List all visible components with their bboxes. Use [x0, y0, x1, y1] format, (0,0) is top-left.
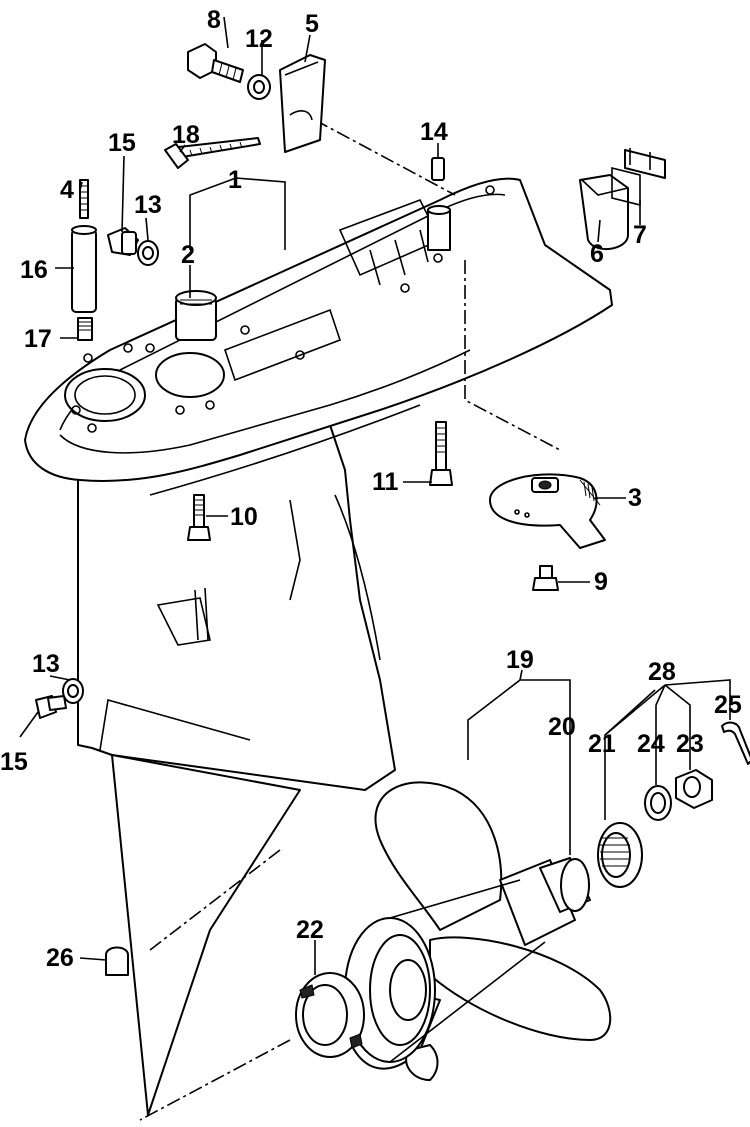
callout-13-lower: 13: [32, 650, 60, 678]
callout-1: 1: [228, 166, 242, 194]
part-16-tube: [71, 225, 97, 313]
part-6-cap: [579, 174, 629, 251]
part-24-washer: [644, 785, 672, 821]
part-13-washer-lower: [62, 678, 84, 704]
callout-21: 21: [588, 730, 616, 758]
callout-5: 5: [305, 10, 319, 38]
part-9-bolt: [532, 565, 559, 591]
leader-lines: [19, 16, 731, 975]
part-22-spacer: [295, 972, 365, 1058]
callout-7: 7: [633, 221, 647, 249]
callout-9: 9: [594, 568, 608, 596]
part-14-pin: [431, 157, 445, 181]
callout-8: 8: [207, 6, 221, 34]
callout-22: 22: [296, 916, 324, 944]
callout-3: 3: [628, 484, 642, 512]
callout-13-upper: 13: [134, 191, 162, 219]
part-11-bolt: [429, 421, 453, 486]
callout-25: 25: [714, 691, 742, 719]
callout-16: 16: [20, 256, 48, 284]
trim-tab-anode: [489, 473, 606, 549]
callout-26: 26: [46, 944, 74, 972]
callout-23: 23: [676, 730, 704, 758]
part-26-cap: [105, 946, 129, 976]
part-18-strap: [164, 137, 261, 169]
part-21-thrust-washer: [597, 822, 643, 888]
callout-20: 20: [548, 713, 576, 741]
callout-2: 2: [181, 241, 195, 269]
callout-6: 6: [590, 240, 604, 268]
callout-labels: 8 12 5 18 15 14 1 4 13 2 6 7 16 17 11 3 …: [0, 6, 742, 972]
part-13-washer-upper: [137, 240, 159, 266]
part-15-plug-lower: [35, 695, 67, 719]
part-10-bolt: [187, 494, 211, 541]
part-17-fitting: [77, 317, 93, 341]
part-12-washer: [247, 74, 271, 100]
propeller: [343, 781, 612, 1081]
part-15-plug-upper: [107, 227, 139, 256]
callout-28: 28: [648, 658, 676, 686]
callout-11: 11: [372, 468, 399, 496]
callout-24: 24: [637, 730, 665, 758]
callout-17: 17: [24, 325, 52, 353]
gear-case-housing: [24, 177, 613, 1116]
callout-12: 12: [245, 25, 273, 53]
part-4-stud: [79, 179, 89, 219]
callout-18: 18: [172, 121, 200, 149]
part-8-bolt: [187, 43, 244, 83]
part-25-cotter-pin: [721, 721, 750, 765]
callout-4: 4: [60, 176, 74, 204]
part-23-nut: [675, 769, 713, 809]
callout-10: 10: [230, 503, 258, 531]
callout-15-upper: 15: [108, 129, 136, 157]
callout-15-lower: 15: [0, 748, 28, 776]
callout-14: 14: [420, 118, 448, 146]
part-5-pad: [279, 54, 326, 153]
callout-19: 19: [506, 646, 534, 674]
